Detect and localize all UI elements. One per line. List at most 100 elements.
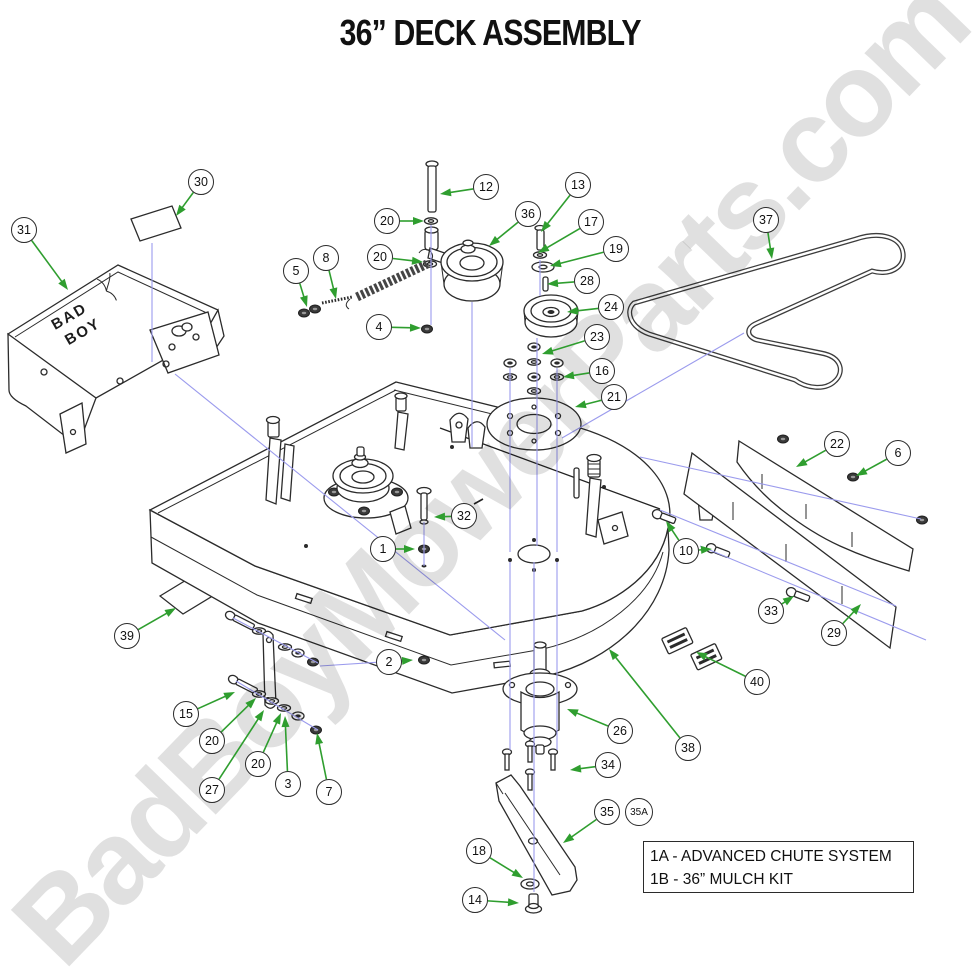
callout-balloon: 33 [758,598,784,624]
callout-number: 20 [380,214,394,228]
callout-number: 36 [521,207,535,221]
callout-balloon: 2 [376,649,402,675]
callout-number: 15 [179,707,193,721]
callout-number: 14 [468,893,482,907]
blade-drawing [495,774,578,914]
legend-line-1b: 1B - 36” MULCH KIT [650,871,793,888]
callout-number: 6 [894,446,902,460]
callout-number: 40 [750,675,764,689]
callout-balloon: 29 [821,620,847,646]
legend-box: 1A - ADVANCED CHUTE SYSTEM 1B - 36” MULC… [643,841,914,893]
callout-balloon: 34 [595,752,621,778]
mulch-clips-drawing [661,627,723,671]
spindle-bolts-drawing [501,740,559,791]
callout-number: 22 [830,437,844,451]
callout-number: 33 [764,604,778,618]
callout-balloon: 22 [824,431,850,457]
callout-number: 21 [607,390,621,404]
callout-balloon: 20 [199,728,225,754]
deck-spindle-pulley-drawing [323,446,412,535]
callout-balloon: 8 [313,245,339,271]
pulley-bolt-washers-drawing [531,224,555,292]
callout-balloon: 4 [366,314,392,340]
callout-balloon: 19 [603,236,629,262]
callout-number: 31 [17,223,31,237]
callout-number: 19 [609,242,623,256]
callout-balloon: 20 [245,751,271,777]
callout-number: 30 [194,175,208,189]
callout-number: 28 [580,274,594,288]
callout-number: 39 [120,629,134,643]
callout-balloon: 21 [601,384,627,410]
callout-balloon: 15 [173,701,199,727]
discharge-chute-drawing: BAD BOY [7,264,225,454]
legend-line-1a: 1A - ADVANCED CHUTE SYSTEM [650,848,892,865]
page-title-text: 36” DECK ASSEMBLY [339,12,641,53]
link-assembly-drawing [224,610,322,735]
callout-balloon: 28 [574,268,600,294]
callout-number: 18 [472,844,486,858]
callout-balloon: 35 [594,799,620,825]
callout-balloon: 23 [584,324,610,350]
callout-number: 17 [584,215,598,229]
callout-number: 12 [479,180,493,194]
callout-number: 24 [604,300,618,314]
callout-balloon: 5 [283,258,309,284]
callout-number: 13 [571,178,585,192]
callout-number: 27 [205,783,219,797]
deck-belt-drawing [627,233,906,390]
callout-number: 35 [600,805,614,819]
callout-balloon: 12 [473,174,499,200]
callout-number: 8 [322,251,330,265]
callout-number: 3 [284,777,292,791]
callout-number: 16 [595,364,609,378]
callout-number: 7 [325,785,333,799]
callout-number: 32 [457,509,471,523]
callout-balloon: 27 [199,777,225,803]
page-title: 36” DECK ASSEMBLY [0,12,980,54]
callout-balloon: 20 [374,208,400,234]
callout-balloon: 18 [466,838,492,864]
callout-number: 10 [679,544,693,558]
callout-number: 34 [601,758,615,772]
callout-balloon: 17 [578,209,604,235]
callout-balloon: 3 [275,771,301,797]
callout-number: 29 [827,626,841,640]
callout-number: 2 [385,655,393,669]
callout-balloon: 24 [598,294,624,320]
callout-number: 4 [375,320,383,334]
callout-number: 26 [613,724,627,738]
callout-balloon: 26 [607,718,633,744]
assembly-lines [151,225,927,892]
callout-balloon: 37 [753,207,779,233]
callout-balloon: 20 [367,244,393,270]
callout-balloon: 1 [370,536,396,562]
callout-balloon: 6 [885,440,911,466]
decal-30-drawing [130,205,182,242]
callout-number: 37 [759,213,773,227]
baffle-plates-drawing [651,434,928,650]
callout-number: 5 [292,264,300,278]
idler-pulley-drawing [440,239,504,302]
callout-number: 20 [205,734,219,748]
callout-balloon: 16 [589,358,615,384]
callout-balloon: 40 [744,669,770,695]
callout-balloon: 39 [114,623,140,649]
callout-number: 1 [379,542,387,556]
callout-balloon: 7 [316,779,342,805]
callout-balloon: 30 [188,169,214,195]
callout-number: 35A [630,806,648,818]
callout-number: 20 [373,250,387,264]
callout-balloon: 10 [673,538,699,564]
callout-balloon: 38 [675,735,701,761]
callout-balloon: 31 [11,217,37,243]
callout-balloon: 35A [625,798,653,826]
callout-balloon: 14 [462,887,488,913]
callout-balloon: 32 [451,503,477,529]
callout-balloon: 13 [565,172,591,198]
callout-number: 38 [681,741,695,755]
